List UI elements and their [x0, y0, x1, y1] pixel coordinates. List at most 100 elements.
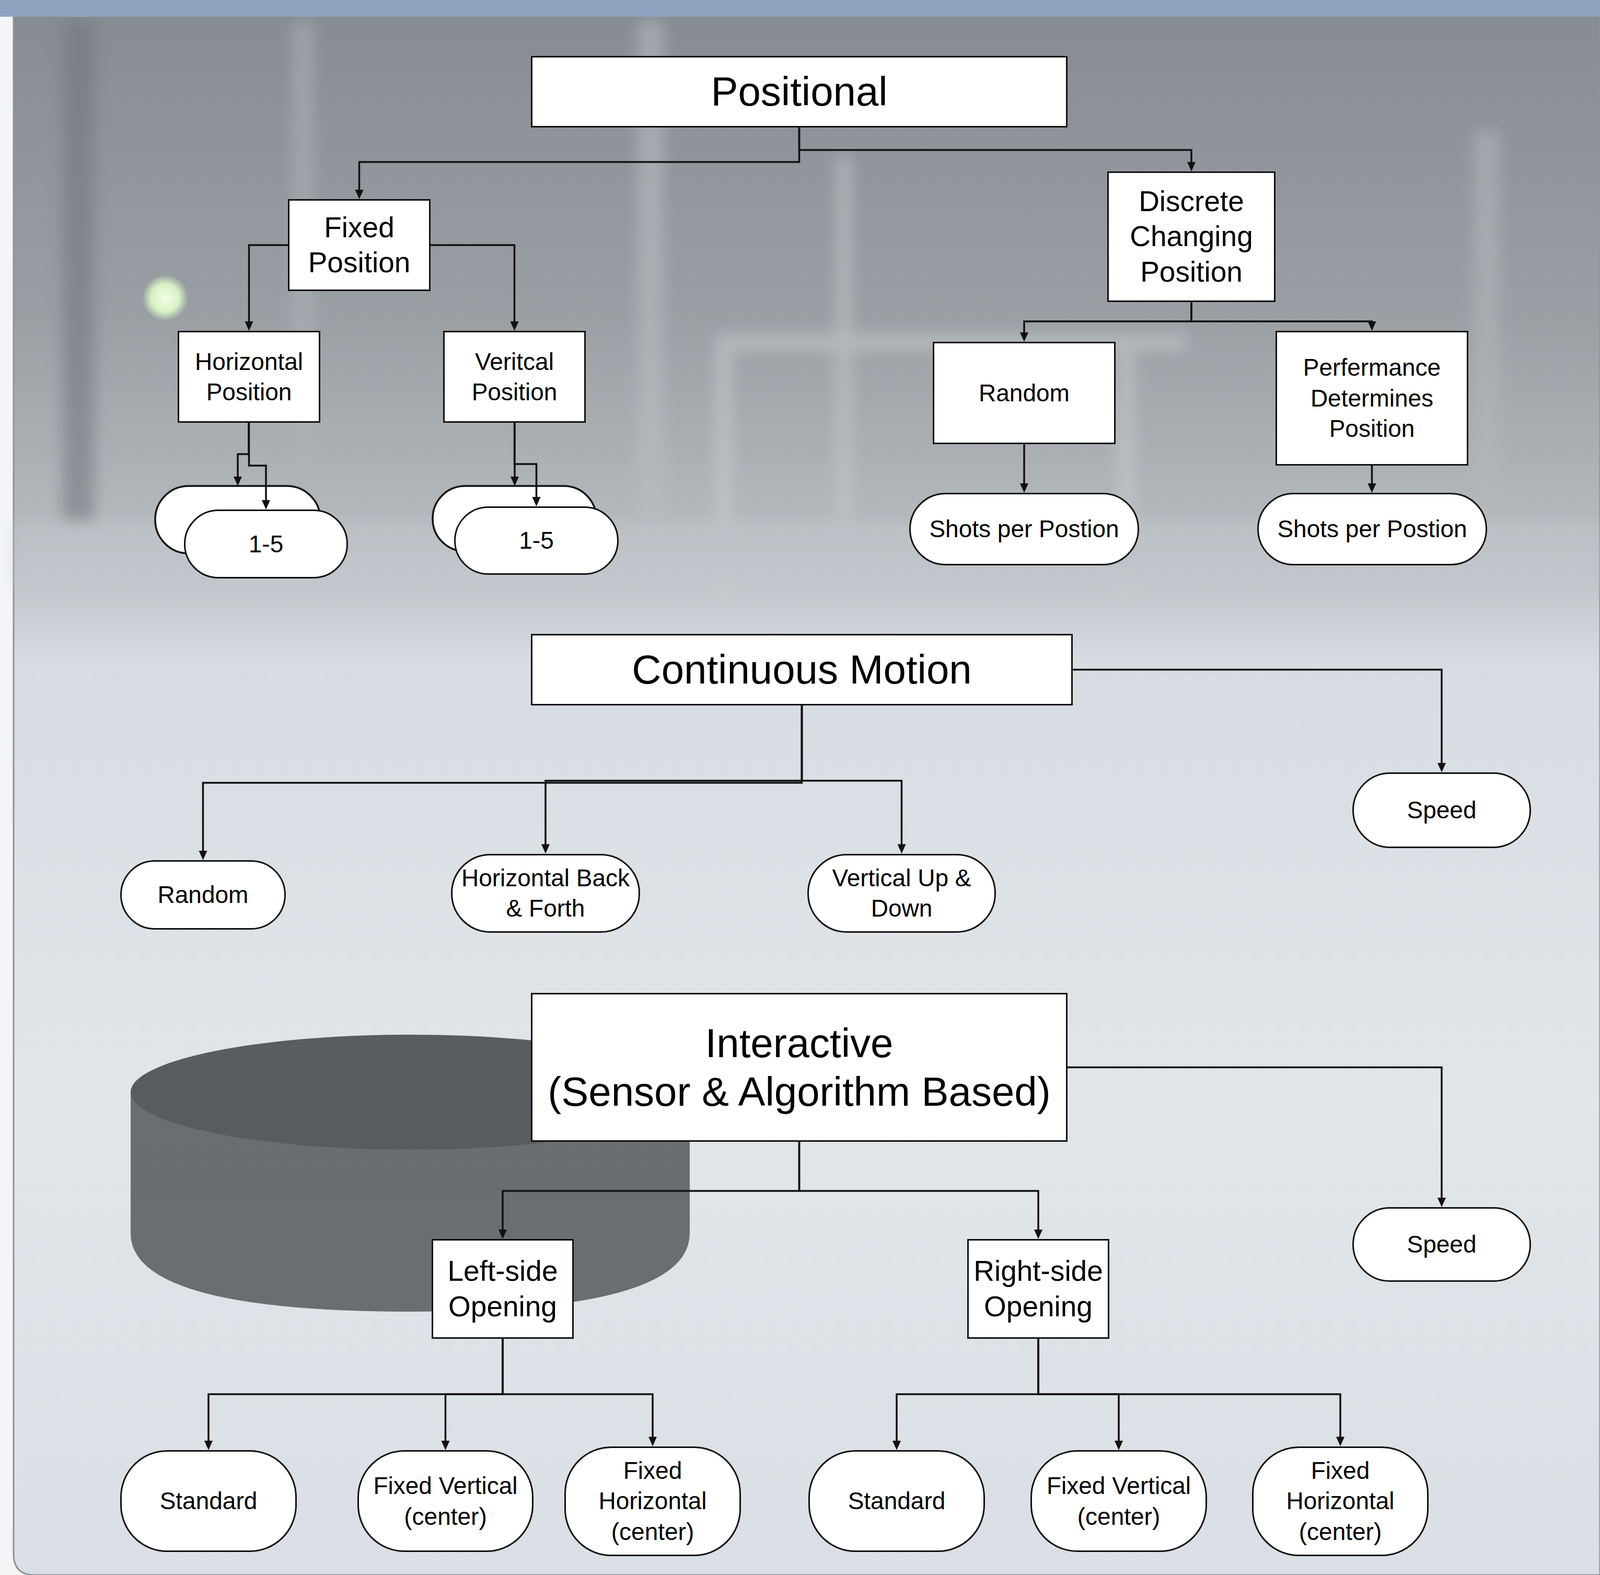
arrowhead — [199, 850, 208, 861]
category-box: Perfermance Determines Position — [1275, 330, 1469, 466]
top-bar — [0, 0, 1600, 17]
stack-connector — [237, 422, 249, 478]
connector-line — [514, 422, 537, 498]
connector-arrow — [204, 1338, 503, 1451]
text-wrap: Continuous Motion — [536, 645, 1068, 694]
option-pill: Random — [120, 860, 286, 930]
category-box: Random — [932, 341, 1116, 445]
text-wrap: Fixed Vertical (center) — [1039, 1470, 1199, 1532]
fence-blur — [13, 20, 1600, 607]
text-wrap: Perfermance Determines Position — [1281, 352, 1463, 444]
text-wrap: Fixed Horizontal (center) — [1260, 1455, 1420, 1547]
text-wrap: Interactive(Sensor & Algorithm Based) — [536, 1018, 1062, 1116]
connector-line — [1072, 669, 1442, 765]
connector-line — [799, 127, 1192, 164]
text-wrap: Random — [129, 879, 277, 910]
connector-arrow — [441, 1338, 504, 1451]
option-pill: Fixed Horizontal (center) — [1251, 1446, 1429, 1557]
arrowhead — [1114, 1440, 1123, 1451]
option-pill: Shots per Postion — [909, 492, 1140, 566]
text-wrap: Horizontal Back & Forth — [459, 862, 632, 924]
node-label: (Sensor & Algorithm Based) — [536, 1067, 1062, 1116]
connector-arrow — [1019, 302, 1192, 342]
text-wrap: Positional — [536, 67, 1062, 116]
arrowhead — [1019, 332, 1029, 342]
node-label: Left-side Opening — [437, 1253, 568, 1324]
text-wrap: Fixed Horizontal (center) — [573, 1455, 733, 1547]
option-pill: Speed — [1352, 1207, 1532, 1282]
connector-arrow — [514, 422, 541, 507]
arrowhead — [498, 1229, 507, 1239]
arrowhead — [1367, 483, 1377, 493]
node-label: Fixed Horizontal (center) — [1260, 1455, 1420, 1547]
category-box: Horizontal Position — [177, 330, 321, 423]
stack-connector — [513, 422, 516, 478]
text-wrap: Standard — [129, 1485, 288, 1516]
connector-line — [208, 1338, 503, 1442]
stack-arrowhead — [510, 476, 519, 486]
connector-line — [1038, 1338, 1341, 1439]
connector-line — [1191, 302, 1373, 323]
option-pill: Horizontal Back & Forth — [450, 853, 641, 933]
connector-arrow — [1367, 465, 1377, 493]
text-wrap: Shots per Postion — [918, 513, 1131, 544]
node-label: Horizontal Position — [183, 346, 315, 408]
connector-arrow — [199, 705, 803, 861]
category-box: Right-side Opening — [967, 1238, 1110, 1339]
connector-arrow — [1072, 669, 1446, 773]
arrowhead — [510, 321, 519, 331]
stack-arrowhead — [233, 476, 242, 486]
connector-arrow — [1191, 302, 1377, 331]
connector-arrow — [799, 1141, 1043, 1239]
option-pill: 1-5 — [183, 509, 349, 579]
arrowhead — [1367, 321, 1377, 331]
connector-arrow — [498, 1141, 800, 1239]
connector-arrow — [1038, 1338, 1123, 1451]
text-wrap: Vertical Up & Down — [816, 862, 988, 924]
arrowhead — [897, 844, 907, 854]
connector-arrow — [1038, 1338, 1345, 1447]
arrowhead — [1019, 483, 1029, 493]
photo-panel — [13, 0, 1600, 1575]
option-pill: 1-5 — [454, 506, 619, 575]
category-box: Continuous Motion — [530, 633, 1073, 706]
connector-line — [799, 1141, 1039, 1231]
node-label: Horizontal Back & Forth — [459, 862, 632, 924]
connector-line — [249, 422, 267, 502]
arrowhead — [1437, 762, 1446, 773]
arrowhead — [1187, 161, 1196, 172]
node-label: Continuous Motion — [536, 645, 1068, 694]
option-pill: Standard — [120, 1450, 297, 1552]
node-label: Random — [129, 879, 277, 910]
node-label: Speed — [1361, 794, 1523, 826]
connector-line — [502, 1338, 653, 1439]
connector-line — [502, 1141, 800, 1231]
node-label: Fixed Vertical (center) — [366, 1470, 525, 1532]
text-wrap: Fixed Position — [293, 210, 425, 281]
connector-line — [1023, 444, 1026, 485]
option-pill: Standard — [808, 1450, 985, 1552]
node-label: Positional — [536, 67, 1062, 116]
node-label: Fixed Horizontal (center) — [573, 1455, 733, 1547]
category-box: Positional — [530, 55, 1068, 128]
arrowhead — [1336, 1436, 1345, 1447]
text-wrap: Discrete Changing Position — [1112, 183, 1270, 289]
arrowhead — [355, 189, 364, 200]
connector-line — [1067, 1067, 1442, 1200]
text-wrap: Speed — [1361, 794, 1523, 826]
node-label: Right-side Opening — [972, 1253, 1104, 1324]
text-wrap: Right-side Opening — [972, 1253, 1104, 1324]
node-label: 1-5 — [462, 525, 610, 556]
connector-arrow — [1019, 444, 1029, 493]
connector-line — [249, 245, 289, 323]
connector-line — [802, 705, 902, 846]
arrowhead — [892, 1440, 901, 1451]
text-wrap: Horizontal Position — [183, 346, 315, 408]
arrowhead — [245, 321, 254, 331]
connector-arrow — [430, 245, 519, 331]
connector-arrow — [802, 705, 907, 854]
node-label: Vertical Up & Down — [816, 862, 988, 924]
arrowhead — [441, 1440, 450, 1451]
